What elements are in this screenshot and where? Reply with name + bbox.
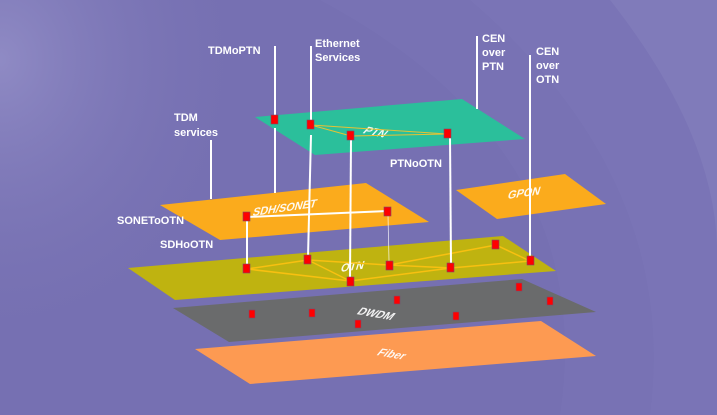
ptn-layer-plane xyxy=(255,99,525,155)
sdh-sonet-node xyxy=(383,206,392,217)
otn-node xyxy=(446,262,455,273)
cen-over-ptn-label-line2: over xyxy=(482,47,506,59)
network-nodes xyxy=(242,114,554,329)
ptn-to-otn-line-1 xyxy=(349,139,352,278)
dwdm-node xyxy=(248,309,256,319)
fiber-layer-plane xyxy=(195,321,596,384)
dwdm-node xyxy=(515,282,523,292)
tdm-services-label-line2: services xyxy=(174,127,218,139)
ethernet-services-label-line2: Services xyxy=(315,52,360,64)
dwdm-node xyxy=(354,319,362,329)
ptn-links xyxy=(310,124,448,137)
ptn-node xyxy=(270,114,279,125)
otn-link xyxy=(495,244,531,262)
otn-link xyxy=(307,259,351,282)
otn-link xyxy=(349,267,452,282)
fiber-layer-label: Fiber xyxy=(374,346,410,362)
background-arc-3 xyxy=(610,0,717,260)
sonetootn-label: SONEToOTN xyxy=(117,215,184,227)
dwdm-node xyxy=(308,308,316,318)
cen-over-otn-label-line3: OTN xyxy=(536,74,559,86)
otn-link xyxy=(307,259,390,266)
ptnootn-label: PTNoOTN xyxy=(390,158,442,170)
cen-over-ptn-label-line1: CEN xyxy=(482,33,505,45)
service-lines xyxy=(210,36,531,278)
otn-node xyxy=(491,239,500,250)
sdh-sonet-link xyxy=(246,210,389,218)
ptn-node xyxy=(346,130,355,141)
tdmoptn-label: TDMoPTN xyxy=(208,45,261,57)
otn-link xyxy=(246,259,309,270)
otn-links xyxy=(246,244,531,282)
dwdm-layer-plane xyxy=(173,279,596,342)
dwdm-layer-label: DWDM xyxy=(354,305,399,323)
otn-node xyxy=(385,260,394,271)
sdhootn-label: SDHoOTN xyxy=(160,239,213,251)
tdm-services-label-line1: TDM xyxy=(174,112,198,124)
cen-over-otn-label-line2: over xyxy=(536,60,560,72)
sdh-to-otn-line xyxy=(387,214,390,262)
background-arc-2 xyxy=(470,0,717,415)
ptn-node xyxy=(306,119,315,130)
otn-link xyxy=(388,264,452,269)
otn-link xyxy=(450,260,531,269)
dwdm-node xyxy=(452,311,460,321)
cen-over-otn-label-line1: CEN xyxy=(536,46,559,58)
otn-layer-plane xyxy=(128,236,556,300)
ptn-node xyxy=(443,128,452,139)
otn-link xyxy=(246,268,351,282)
otn-node xyxy=(303,254,312,265)
ptn-link xyxy=(310,124,352,137)
ethernet-services-label-line1: Ethernet xyxy=(315,38,360,50)
ptn-link xyxy=(310,124,448,135)
gpon-layer-label: GPON xyxy=(506,185,542,202)
ptn-to-otn-line-2 xyxy=(449,137,452,265)
cen-over-ptn-label-line3: PTN xyxy=(482,61,504,73)
otn-node xyxy=(242,263,251,274)
otn-node xyxy=(526,255,535,266)
ptn-link xyxy=(350,133,448,137)
otn-link xyxy=(388,244,497,266)
dwdm-node xyxy=(546,296,554,306)
otn-node xyxy=(346,276,355,287)
ethernet-services-line-lower xyxy=(307,134,312,258)
dwdm-node xyxy=(393,295,401,305)
sdh-sonet-layer-plane xyxy=(160,183,429,240)
sdh-sonet-node xyxy=(242,211,251,222)
